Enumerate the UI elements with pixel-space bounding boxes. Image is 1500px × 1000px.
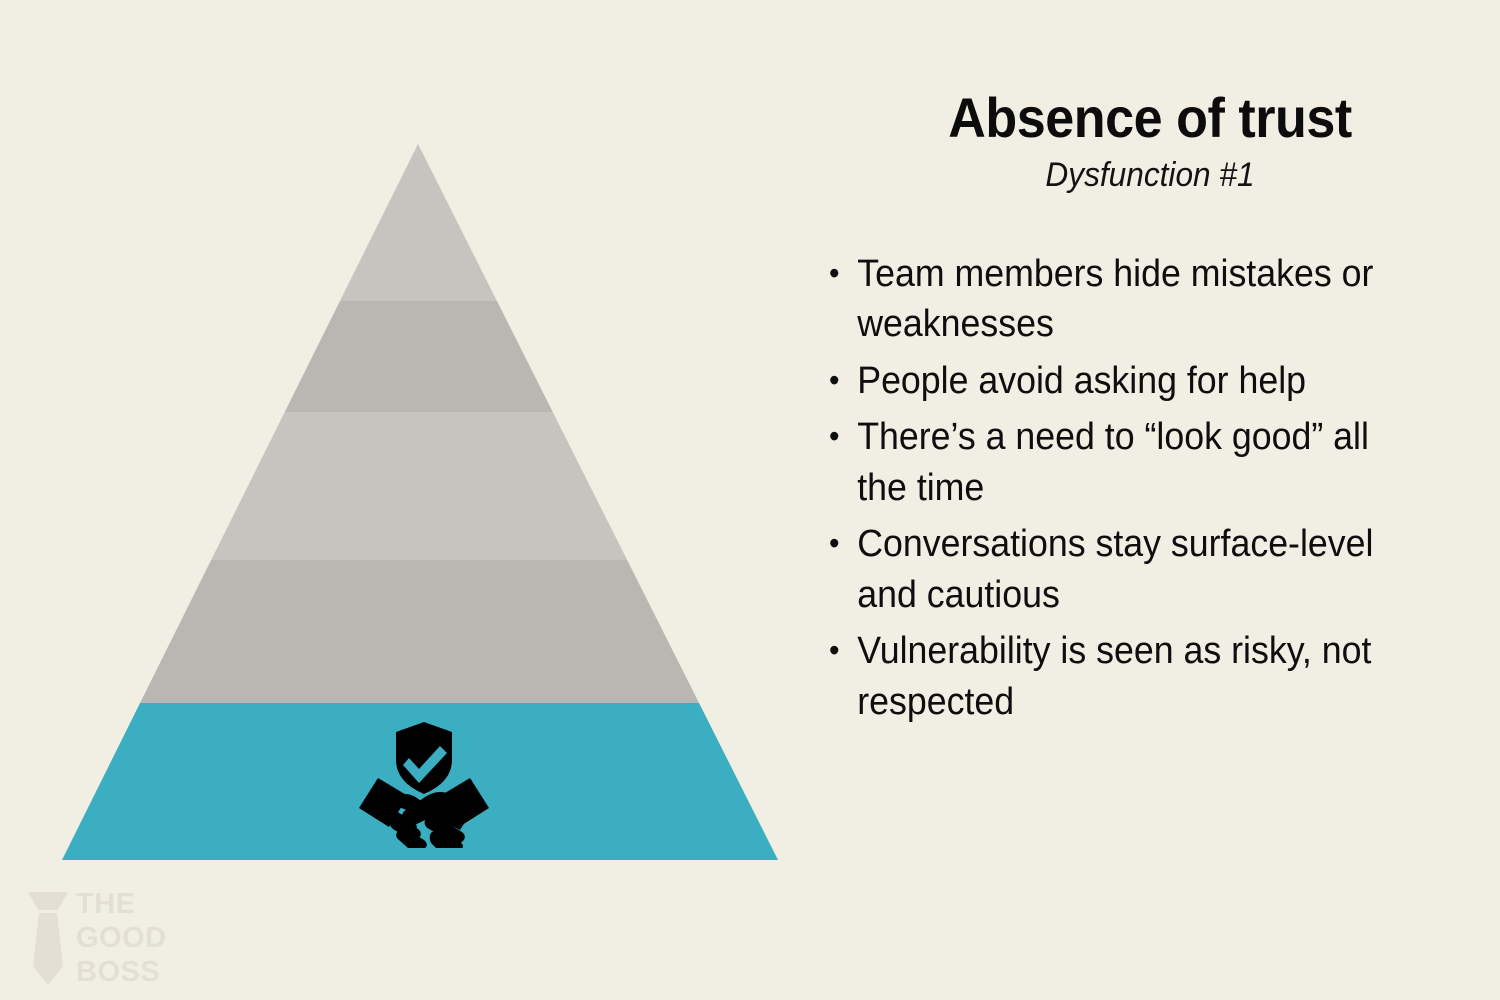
list-item: People avoid asking for help: [814, 356, 1425, 407]
logo-line-2: GOOD: [76, 922, 167, 954]
logo-line-1: THE: [76, 888, 136, 920]
list-item: Team members hide mistakes or weaknesses: [814, 249, 1425, 350]
content-column: Absence of trust Dysfunction #1 Team mem…: [800, 0, 1500, 1000]
page-subtitle: Dysfunction #1: [1045, 156, 1255, 195]
pyramid-layer-upper-middle[interactable]: [0, 301, 800, 412]
list-item: There’s a need to “look good” all the ti…: [814, 412, 1425, 513]
pyramid-panel: [0, 140, 800, 860]
necktie-icon: [28, 892, 68, 985]
list-item: Conversations stay surface-level and cau…: [814, 519, 1425, 620]
pyramid-layer-middle[interactable]: [0, 412, 800, 560]
brand-logo: THE GOOD BOSS: [28, 888, 167, 988]
pyramid-layer-top[interactable]: [0, 140, 800, 301]
page-title: Absence of trust: [948, 86, 1352, 149]
list-item: Vulnerability is seen as risky, not resp…: [814, 626, 1425, 727]
logo-line-3: BOSS: [76, 956, 160, 988]
handshake-shield-icon: [359, 722, 489, 848]
pyramid-diagram: [0, 140, 800, 860]
pyramid-layer-lower-middle[interactable]: [0, 560, 800, 703]
bullet-list: Team members hide mistakes or weaknesses…: [800, 195, 1500, 728]
